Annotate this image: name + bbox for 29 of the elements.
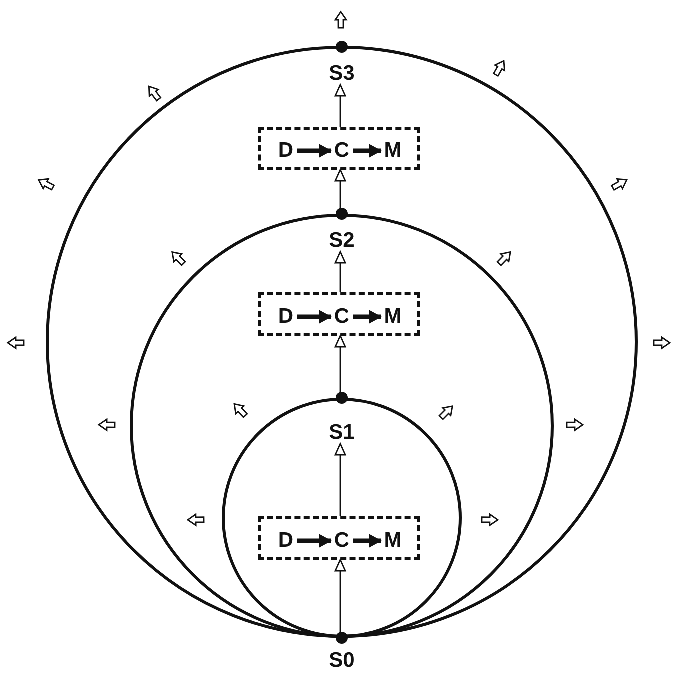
state-label: S3	[328, 63, 356, 85]
arrow	[334, 84, 346, 127]
process-letter: D	[275, 302, 297, 332]
arrow	[297, 534, 332, 548]
arrow	[353, 534, 382, 548]
arrow	[334, 335, 346, 392]
process-letter: M	[381, 526, 405, 556]
circle-boundary	[46, 46, 638, 638]
state-label: S1	[328, 422, 356, 444]
arrow	[297, 144, 332, 158]
arrow	[297, 310, 332, 324]
state-label: S2	[328, 230, 356, 252]
dashed-box	[258, 292, 420, 336]
arrow	[334, 443, 346, 516]
process-letter: C	[331, 302, 353, 332]
process-letter: C	[331, 136, 353, 166]
arrow	[353, 310, 382, 324]
process-letter: D	[275, 136, 297, 166]
arrow	[353, 144, 382, 158]
state-label: S0	[328, 650, 356, 672]
dashed-box	[258, 516, 420, 560]
process-letter: C	[331, 526, 353, 556]
arrow	[334, 559, 346, 632]
process-letter: M	[381, 136, 405, 166]
dashed-box	[258, 127, 420, 170]
arrow	[334, 169, 346, 208]
process-letter: D	[275, 526, 297, 556]
process-letter: M	[381, 302, 405, 332]
arrow	[334, 251, 346, 292]
